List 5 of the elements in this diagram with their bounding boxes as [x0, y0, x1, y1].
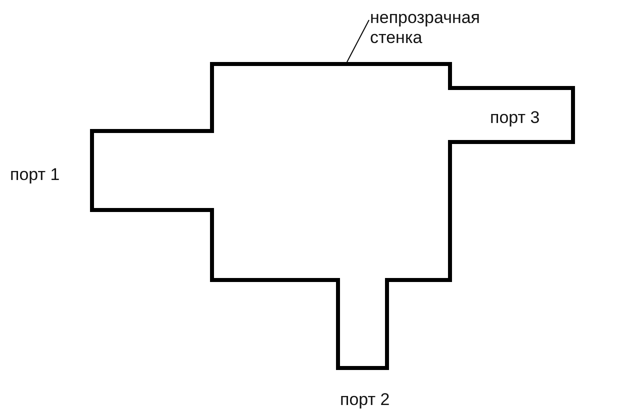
wall-label: непрозрачная стенка: [370, 8, 482, 48]
port-label: порт 2: [340, 390, 390, 410]
port-label: порт 1: [10, 165, 60, 185]
port-label: порт 3: [490, 108, 540, 128]
leader-line: [346, 20, 370, 62]
